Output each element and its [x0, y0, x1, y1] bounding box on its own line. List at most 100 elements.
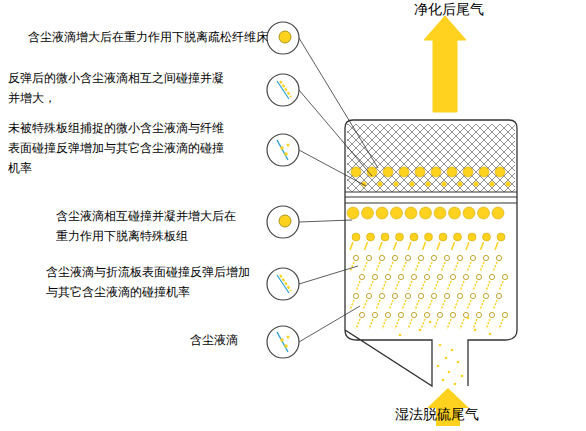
drawing-stroke — [365, 242, 368, 250]
drawing-stroke — [428, 262, 432, 272]
drawing-stroke — [458, 182, 463, 187]
leader-line — [299, 38, 378, 168]
drawing-stroke — [454, 383, 457, 386]
leader-line — [299, 150, 366, 186]
drawing-stroke — [496, 255, 501, 260]
drawing-stroke — [434, 281, 438, 291]
drawing-stroke — [385, 274, 390, 279]
callout-text: 反弹后的微小含尘液滴相互之间碰撞并凝并增大， — [8, 68, 230, 108]
drawing-stroke — [457, 293, 462, 298]
drawing-stroke — [434, 319, 438, 329]
drawing-stroke — [411, 274, 416, 279]
drawing-stroke — [489, 274, 494, 279]
leader-line — [299, 266, 358, 284]
magnifier-circle — [267, 134, 299, 166]
drawing-stroke — [376, 300, 380, 310]
drawing-stroke — [277, 332, 288, 352]
drawing-stroke — [398, 274, 403, 279]
drawing-stroke — [352, 233, 360, 241]
drawing-stroke — [353, 255, 358, 260]
drawing-stroke — [381, 233, 389, 241]
callout-text: 未被特殊板组捕捉的微小含尘液滴与纤维表面碰撞反弹增加与其它含尘液滴的碰撞机率 — [8, 118, 230, 178]
drawing-stroke — [376, 262, 380, 272]
drawing-stroke — [431, 255, 436, 260]
drawing-stroke — [497, 233, 505, 241]
drawing-stroke — [408, 319, 412, 329]
drawing-stroke — [367, 233, 375, 241]
drawing-stroke — [378, 182, 383, 187]
drawing-stroke — [396, 233, 404, 241]
drawing-stroke — [463, 274, 468, 279]
drawing-stroke — [437, 312, 442, 317]
outlet-arrow — [424, 16, 466, 112]
drawing-stroke — [449, 207, 461, 219]
drawing-stroke — [495, 167, 505, 177]
drawing-stroke — [480, 262, 484, 272]
drawing-stroke — [423, 242, 426, 250]
magnifier-circle — [267, 268, 299, 300]
drawing-stroke — [421, 319, 425, 329]
magnifier-callouts — [267, 22, 378, 358]
drawing-stroke — [405, 293, 410, 298]
vessel — [345, 120, 517, 386]
drawing-stroke — [399, 167, 409, 177]
drawing-stroke — [460, 319, 464, 329]
drawing-stroke — [483, 293, 488, 298]
drawing-stroke — [410, 182, 415, 187]
drawing-stroke — [408, 281, 412, 291]
magnifier-circle — [267, 326, 299, 358]
drawing-stroke — [350, 242, 353, 250]
drawing-stroke — [379, 255, 384, 260]
drawing-stroke — [466, 242, 469, 250]
drawing-stroke — [389, 262, 393, 272]
drawing-stroke — [419, 329, 422, 332]
drawing-stroke — [474, 329, 477, 332]
drawing-stroke — [474, 182, 479, 187]
drawing-stroke — [382, 281, 386, 291]
drawing-stroke — [415, 300, 419, 310]
drawing-stroke — [467, 262, 471, 272]
drawing-stroke — [479, 167, 489, 177]
drawing-stroke — [450, 274, 455, 279]
drawing-stroke — [362, 207, 374, 219]
drawing-stroke — [460, 281, 464, 291]
drawing-stroke — [478, 207, 490, 219]
drawing-stroke — [428, 300, 432, 310]
drawing-stroke — [399, 334, 402, 337]
drawing-stroke — [502, 312, 507, 317]
drawing-stroke — [490, 182, 495, 187]
drawing-stroke — [429, 321, 432, 324]
drawing-stroke — [394, 242, 397, 250]
drawing-stroke — [425, 233, 433, 241]
drawing-stroke — [489, 333, 492, 336]
drawing-stroke — [410, 233, 418, 241]
drawing-stroke — [398, 312, 403, 317]
drawing-stroke — [496, 293, 501, 298]
leader-line — [299, 90, 372, 176]
drawing-stroke — [483, 233, 491, 241]
droplets — [347, 167, 511, 385]
drawing-stroke — [473, 281, 477, 291]
drawing-stroke — [452, 242, 455, 250]
drawing-stroke — [376, 207, 388, 219]
drawing-stroke — [448, 371, 451, 374]
drawing-stroke — [359, 312, 364, 317]
drawing-stroke — [431, 293, 436, 298]
drawing-stroke — [356, 281, 360, 291]
drawing-stroke — [442, 379, 445, 382]
drawing-stroke — [394, 182, 399, 187]
drawing-stroke — [391, 207, 403, 219]
flow-label: 湿法脱硫尾气 — [395, 405, 495, 423]
drawing-stroke — [492, 207, 504, 219]
drawing-stroke — [444, 255, 449, 260]
drawing-stroke — [347, 207, 359, 219]
drawing-stroke — [457, 361, 460, 364]
drawing-stroke — [439, 344, 442, 347]
drawing-stroke — [444, 293, 449, 298]
drawing-stroke — [447, 319, 451, 329]
drawing-stroke — [280, 81, 291, 97]
drawing-stroke — [372, 274, 377, 279]
drawing-stroke — [421, 281, 425, 291]
drawing-stroke — [356, 319, 360, 329]
drawing-stroke — [277, 140, 288, 160]
